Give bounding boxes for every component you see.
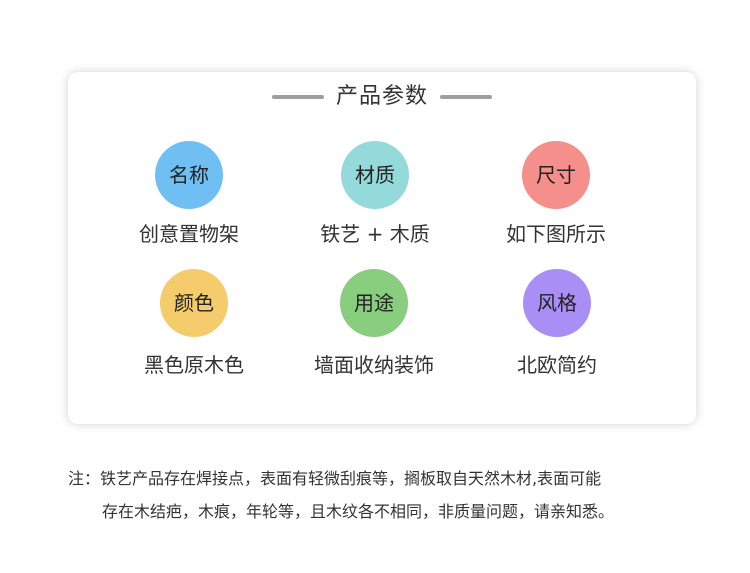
- param-style-value: 北欧简约: [517, 353, 597, 377]
- param-color: 颜色 黑色原木色: [94, 269, 294, 378]
- param-size-value: 如下图所示: [506, 222, 606, 246]
- card-title: 产品参数: [335, 84, 428, 109]
- title-right-divider: [440, 95, 492, 99]
- param-name-value: 创意置物架: [139, 222, 239, 246]
- param-usage-value: 墙面收纳装饰: [314, 353, 434, 377]
- param-size: 尺寸 如下图所示: [456, 141, 656, 247]
- card-title-row: 产品参数: [68, 82, 696, 112]
- param-material-badge: 材质: [341, 141, 409, 209]
- param-material-value: 铁艺 + 木质: [320, 222, 430, 246]
- param-style: 风格 北欧简约: [457, 269, 657, 378]
- param-name: 名称 创意置物架: [89, 141, 289, 247]
- param-style-badge: 风格: [523, 269, 591, 337]
- note-line-2: 存在木结疤，木痕，年轮等，且木纹各不相同，非质量问题，请亲知悉。: [102, 502, 615, 521]
- param-material: 材质 铁艺 + 木质: [275, 141, 475, 247]
- param-usage: 用途 墙面收纳装饰: [274, 269, 474, 378]
- param-usage-badge: 用途: [340, 269, 408, 337]
- param-size-badge: 尺寸: [522, 141, 590, 209]
- param-color-badge: 颜色: [160, 269, 228, 337]
- title-left-divider: [271, 95, 324, 99]
- param-name-badge: 名称: [155, 141, 223, 209]
- note-line-1: 注：铁艺产品存在焊接点，表面有轻微刮痕等，搁板取自天然木材,表面可能: [68, 469, 602, 488]
- param-color-value: 黑色原木色: [144, 353, 244, 377]
- product-note: 注：铁艺产品存在焊接点，表面有轻微刮痕等，搁板取自天然木材,表面可能 存在木结疤…: [68, 462, 708, 528]
- product-params-card: 产品参数 名称 创意置物架 材质 铁艺 + 木质 尺寸 如下图所示 颜色 黑色原…: [68, 72, 696, 424]
